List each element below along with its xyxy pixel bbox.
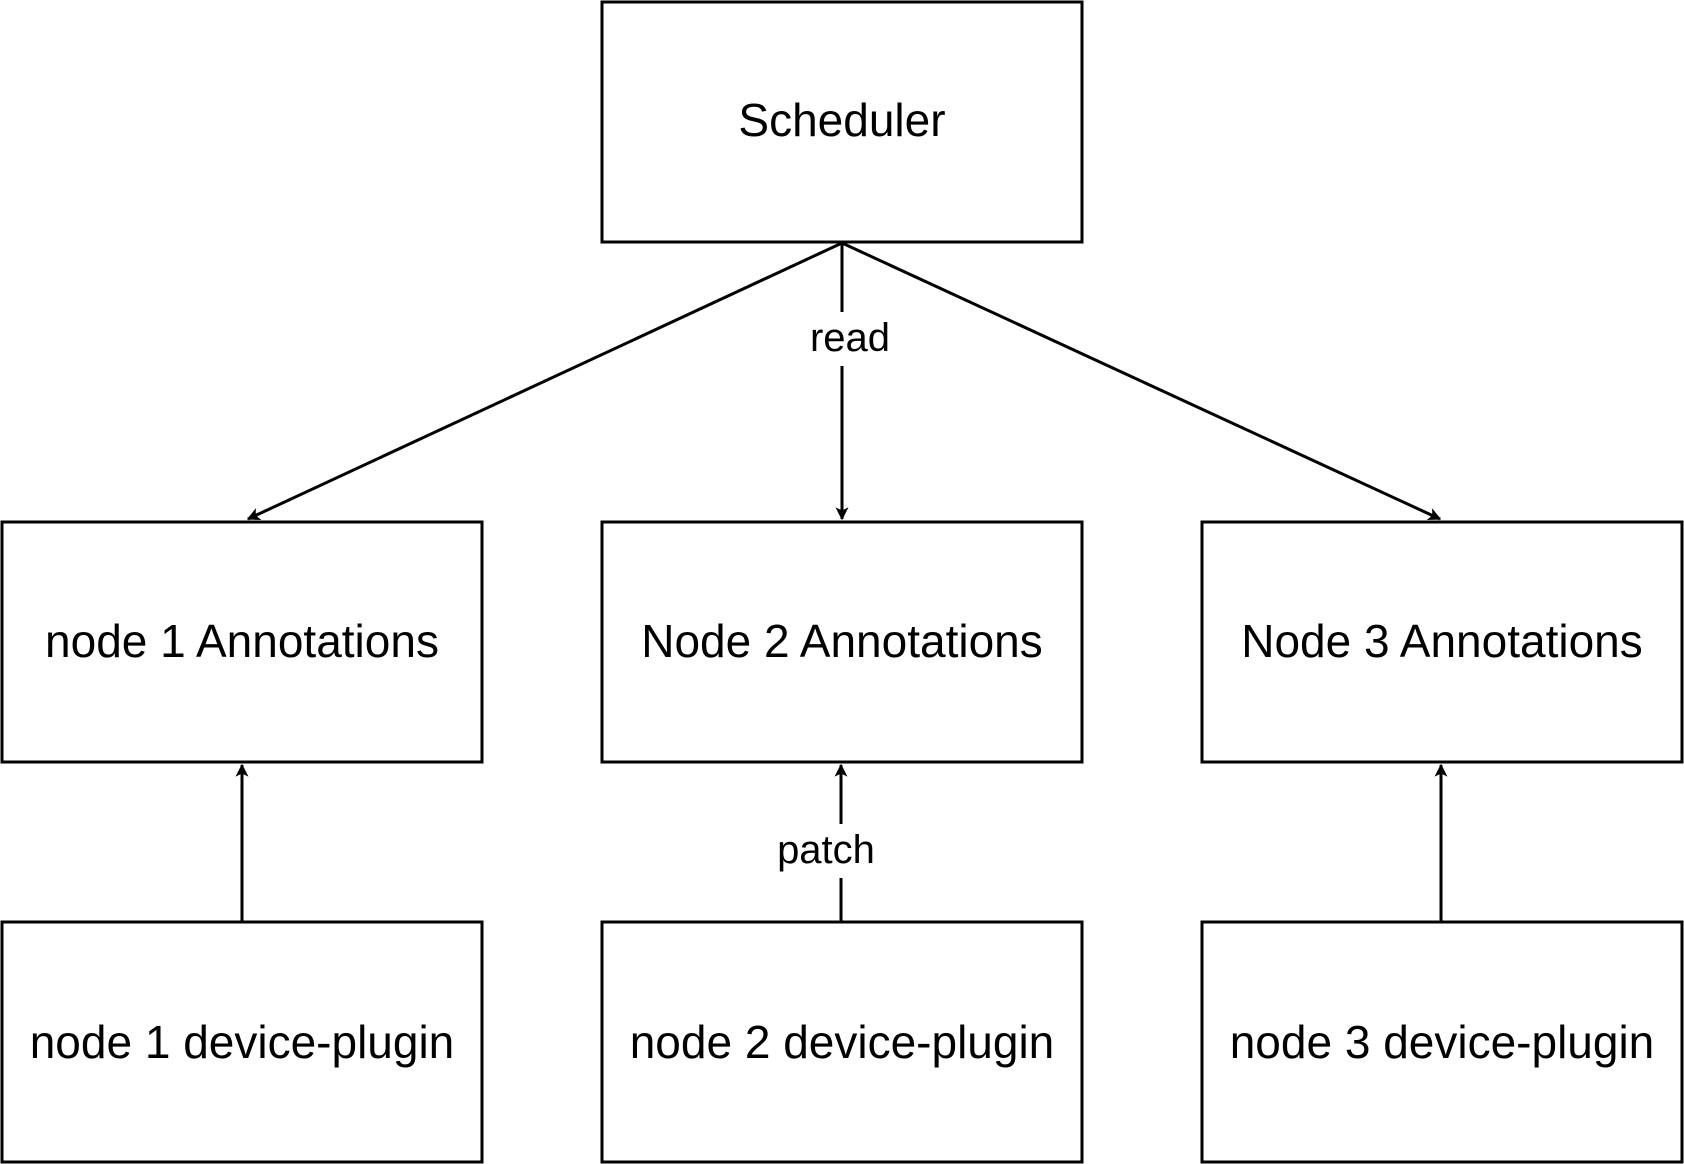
edge-line — [246, 241, 843, 521]
node3-device-plugin-box[interactable]: node 3 device-plugin — [1200, 920, 1684, 1164]
edge-label-patch: patch — [777, 828, 875, 872]
node2-annotations-box[interactable]: Node 2 Annotations — [600, 520, 1084, 764]
node1-device-plugin-label: node 1 device-plugin — [30, 1016, 455, 1068]
box-border — [1200, 520, 1684, 764]
edge-scheduler-to-node3 — [841, 241, 1442, 521]
edge-scheduler-to-node2: read — [800, 243, 890, 521]
node2-device-plugin-label: node 2 device-plugin — [630, 1016, 1055, 1068]
edge-line — [841, 241, 1442, 521]
box-border — [600, 520, 1084, 764]
edge-label-background — [768, 824, 883, 878]
node2-annotations-label: Node 2 Annotations — [641, 615, 1043, 667]
node1-annotations-label: node 1 Annotations — [45, 615, 439, 667]
box-border — [0, 920, 484, 1164]
box-border — [1200, 920, 1684, 1164]
node3-device-plugin-label: node 3 device-plugin — [1230, 1016, 1655, 1068]
box-border — [0, 520, 484, 764]
box-border — [600, 920, 1084, 1164]
edge-label-background — [800, 312, 890, 366]
node3-annotations-label: Node 3 Annotations — [1241, 615, 1643, 667]
box-border — [600, 0, 1084, 244]
scheduler-label: Scheduler — [738, 94, 945, 146]
node1-device-plugin-box[interactable]: node 1 device-plugin — [0, 920, 484, 1164]
node2-device-plugin-box[interactable]: node 2 device-plugin — [600, 920, 1084, 1164]
node1-annotations-box[interactable]: node 1 Annotations — [0, 520, 484, 764]
node3-annotations-box[interactable]: Node 3 Annotations — [1200, 520, 1684, 764]
edge-plugin2-to-node2: patch — [768, 763, 883, 922]
edge-label-read: read — [810, 316, 890, 360]
scheduler-box[interactable]: Scheduler — [600, 0, 1084, 244]
edge-scheduler-to-node1 — [246, 241, 843, 521]
